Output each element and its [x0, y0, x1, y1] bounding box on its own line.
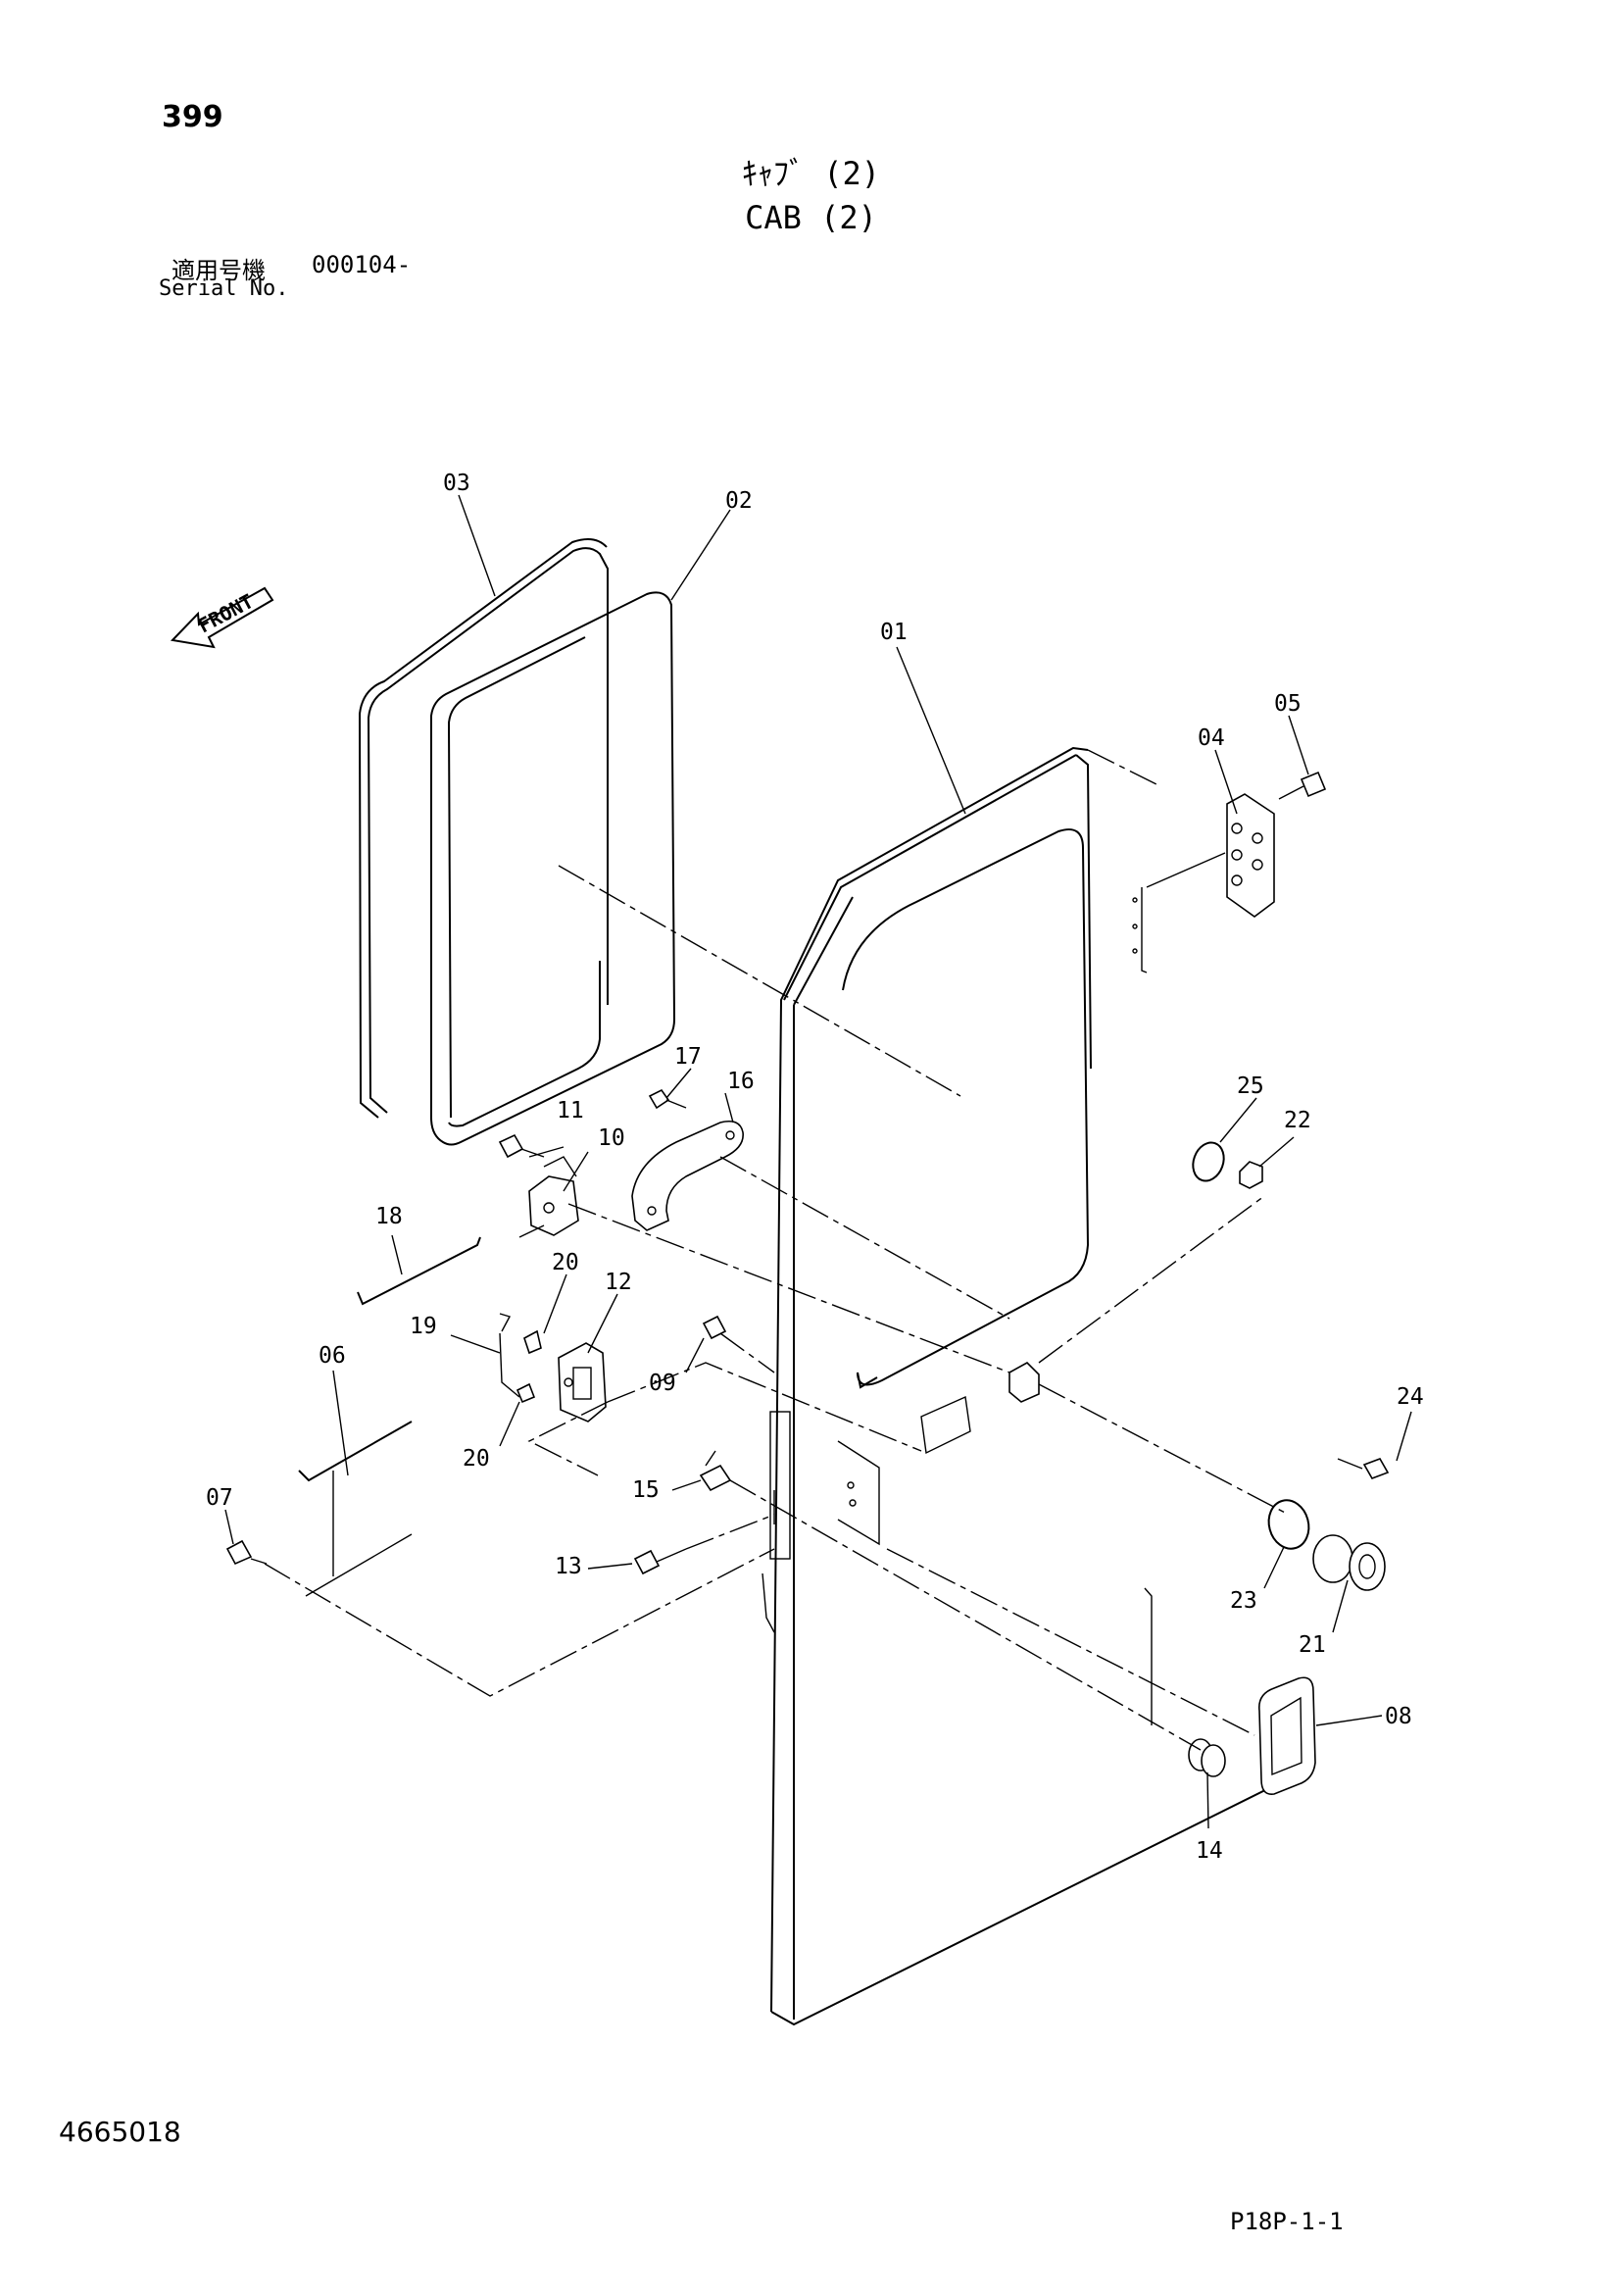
callout-02: 02	[725, 488, 753, 514]
serial-number-value: 000104-	[312, 251, 412, 278]
part-09-bolt	[702, 1315, 727, 1340]
title-english: CAB (2)	[745, 199, 877, 236]
callout-03: 03	[443, 471, 470, 496]
callout-20b: 20	[463, 1446, 490, 1472]
part-13-bolt	[633, 1548, 687, 1575]
callout-05: 05	[1274, 691, 1302, 717]
serial-label-japanese: 適用号機	[172, 257, 266, 284]
callout-15: 15	[632, 1477, 660, 1503]
callout-14: 14	[1196, 1838, 1223, 1864]
part-11-bolt	[498, 1133, 545, 1159]
part-15-striker	[699, 1450, 732, 1492]
callout-leaders	[224, 494, 1412, 1829]
callout-25: 25	[1237, 1073, 1264, 1099]
page-number: 399	[162, 100, 223, 134]
part-22-nut	[1239, 1161, 1263, 1189]
callout-17: 17	[674, 1044, 702, 1070]
callout-19: 19	[410, 1314, 437, 1339]
part-20-clip-upper	[523, 1329, 542, 1355]
callout-16: 16	[727, 1069, 755, 1094]
callout-22: 22	[1284, 1108, 1311, 1133]
part-23-washer	[1267, 1499, 1310, 1550]
callout-12: 12	[605, 1270, 632, 1295]
part-19-link-rod	[499, 1313, 520, 1398]
callout-10: 10	[598, 1125, 625, 1151]
callout-18: 18	[375, 1204, 403, 1229]
callout-07: 07	[206, 1485, 233, 1511]
callout-21: 21	[1299, 1632, 1326, 1658]
part-25-o-ring	[1192, 1141, 1225, 1182]
callout-13: 13	[555, 1554, 582, 1579]
front-arrow-label: FRONT	[194, 589, 257, 637]
page-reference: P18P-1-1	[1230, 2208, 1344, 2235]
callout-08: 08	[1385, 1704, 1412, 1729]
front-arrow-icon: FRONT	[170, 586, 274, 649]
part-01-door-panel	[762, 746, 1278, 2026]
callout-06: 06	[319, 1343, 346, 1369]
part-20-clip-lower	[516, 1382, 536, 1404]
callout-24: 24	[1397, 1384, 1424, 1410]
part-02-window-glass	[430, 591, 676, 1146]
part-16-grab-handle	[631, 1120, 744, 1231]
title-japanese: ｷｬﾌﾞ (2)	[741, 155, 881, 192]
part-24-screw	[1337, 1458, 1390, 1479]
part-17-screw	[648, 1088, 687, 1110]
callout-09: 09	[649, 1371, 676, 1396]
part-07-bolt	[225, 1539, 268, 1566]
serial-label-english: Serial No.	[159, 276, 289, 301]
document-number: 4665018	[59, 2116, 181, 2148]
part-21-knob	[1312, 1534, 1386, 1591]
part-14-bushing	[1188, 1738, 1226, 1777]
part-18-rod	[357, 1236, 481, 1306]
callout-23: 23	[1230, 1588, 1257, 1614]
part-04-hinge	[1132, 793, 1275, 973]
callout-numbers: 03 02 01 04 05 25 22 17 16 11 10 18 20 1…	[206, 471, 1424, 1864]
part-12-lock-body	[558, 1342, 607, 1423]
part-05-bolt	[1278, 771, 1327, 800]
callout-20a: 20	[552, 1250, 579, 1275]
callout-04: 04	[1198, 725, 1225, 751]
alignment-lines	[264, 865, 1290, 1751]
part-03-weatherstrip	[358, 537, 609, 1119]
part-08-cup-handle	[1144, 1587, 1316, 1796]
callout-01: 01	[880, 620, 908, 645]
callout-11: 11	[557, 1098, 584, 1123]
part-06-wire	[298, 1421, 413, 1597]
door-bracket	[920, 1362, 1040, 1455]
part-10-latch	[528, 1156, 579, 1236]
